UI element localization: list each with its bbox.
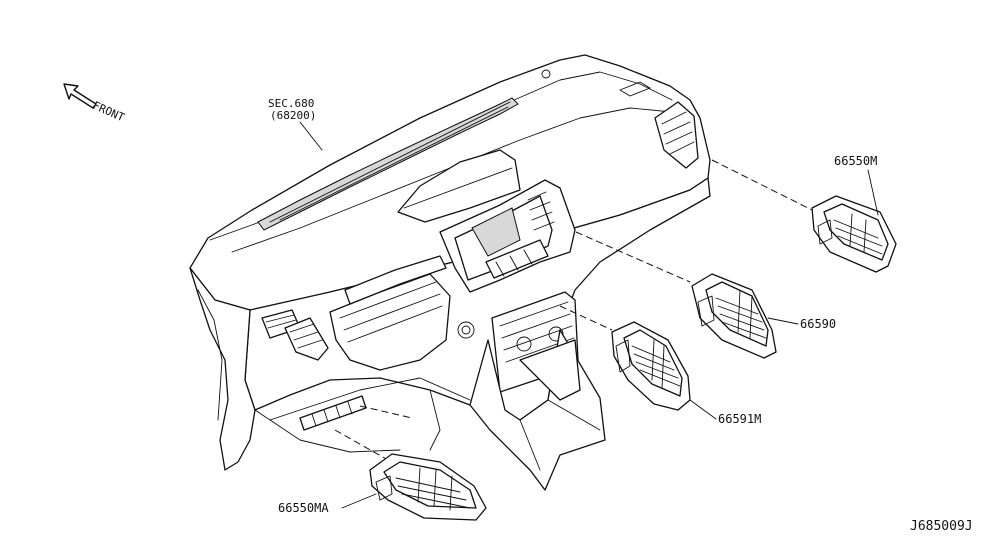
front-label: FRONT xyxy=(91,99,127,124)
vent-66591M xyxy=(611,321,691,411)
section-ref-line2: (68200) xyxy=(270,109,316,122)
label-66591M: 66591M xyxy=(718,412,761,426)
vent-66590 xyxy=(691,273,777,359)
section-ref-leader xyxy=(299,121,323,151)
vent-66550M xyxy=(811,195,897,273)
instrument-panel xyxy=(189,54,711,491)
front-arrow-icon xyxy=(63,83,97,109)
leader-66550MA xyxy=(341,493,377,509)
diagram-code: J685009J xyxy=(910,519,973,534)
label-66550M: 66550M xyxy=(834,154,877,168)
leader-66590 xyxy=(767,317,799,325)
leader-66550M xyxy=(867,169,879,216)
label-66550MA: 66550MA xyxy=(278,501,329,515)
leader-66591M xyxy=(689,399,717,420)
vent-66550MA xyxy=(369,453,487,521)
leader-lines xyxy=(334,159,813,461)
section-ref-line1: SEC.680 xyxy=(268,97,314,110)
label-66590: 66590 xyxy=(800,317,836,331)
